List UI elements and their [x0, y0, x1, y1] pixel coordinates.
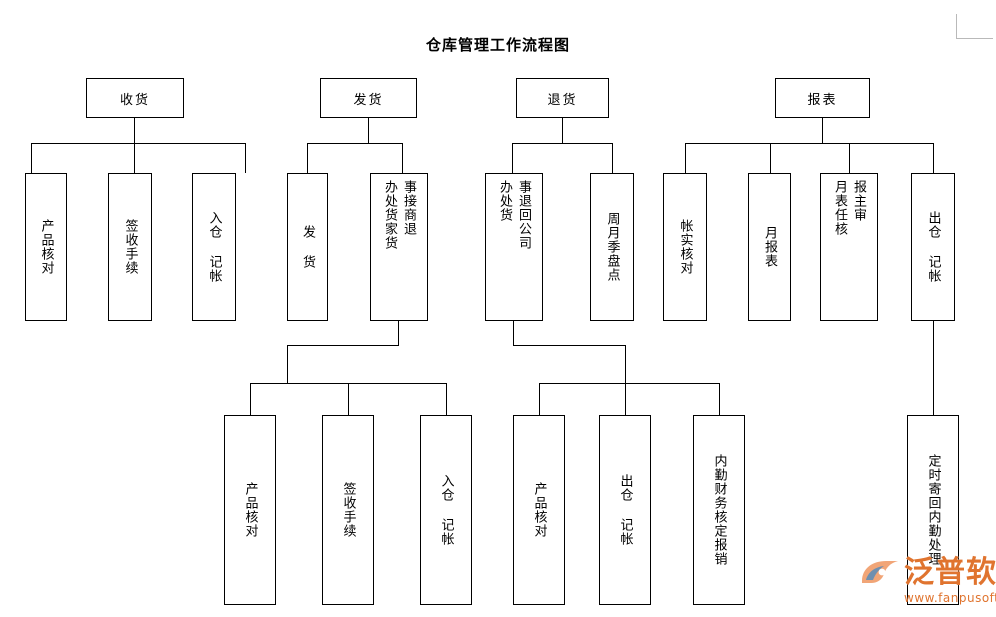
- connector-reports-drop-2: [770, 143, 771, 173]
- node-subtree-left-child-3[interactable]: 入仓 记帐: [420, 415, 472, 605]
- page-title: 仓库管理工作流程图: [425, 36, 570, 54]
- connector-shipping-bus: [307, 143, 402, 144]
- node-subtree-right-child-2[interactable]: 出仓 记帐: [599, 415, 651, 605]
- node-label-col-1: 事退回公司: [516, 180, 531, 250]
- connector-receiving-stem: [134, 118, 135, 143]
- connector-subtree-right-drop-1: [539, 383, 540, 415]
- node-label-col-1: 签收手续: [340, 482, 356, 538]
- node-label-col-1: 定时寄回内勤处理: [925, 454, 941, 566]
- connector-shipping-drop-1: [307, 143, 308, 173]
- connector-subtree-right-bus: [539, 383, 719, 384]
- node-label-col-1: 签收手续: [122, 219, 138, 275]
- connector-reports-drop-4: [933, 143, 934, 173]
- connector-reports-drop-1: [685, 143, 686, 173]
- connector-subtree-right-stem: [513, 321, 514, 345]
- connector-subtree-right-drop-2: [625, 383, 626, 415]
- node-label-col-1: 周月季盘点: [604, 212, 620, 282]
- node-label: 退货: [547, 92, 578, 108]
- node-label-col-1: 事接商退: [401, 180, 416, 236]
- connector-subtree-left-drop-3: [446, 383, 447, 415]
- node-root-returns[interactable]: 退货: [516, 78, 609, 118]
- node-label-col-1: 出仓 记帐: [925, 211, 941, 283]
- node-receiving-child-3[interactable]: 入仓 记帐: [192, 173, 236, 321]
- connector-reports-drop-3: [849, 143, 850, 173]
- connector-receiving-bus: [31, 143, 245, 144]
- node-label-col-1: 入仓 记帐: [438, 474, 454, 546]
- connector-returns-drop-2: [612, 143, 613, 173]
- node-label-col-1: 产品核对: [242, 482, 258, 538]
- connector-receiving-drop-1: [31, 143, 32, 173]
- node-label-col-1: 出仓 记帐: [617, 474, 633, 546]
- connector-subtree-left-elbow: [287, 345, 399, 346]
- node-label-col-2: 月表任核: [832, 180, 847, 236]
- node-reports-child-2[interactable]: 月报表: [748, 173, 791, 321]
- connector-subtree-left-stem: [398, 321, 399, 345]
- node-root-receiving[interactable]: 收货: [86, 78, 184, 118]
- node-returns-child-1[interactable]: 事退回公司 办处货: [485, 173, 543, 321]
- node-receiving-child-2[interactable]: 签收手续: [108, 173, 152, 321]
- connector-subtree-right-elbow: [513, 345, 625, 346]
- connector-subtree-left-riser: [287, 345, 288, 383]
- connector-subtree-right-riser: [625, 345, 626, 383]
- node-label: 发货: [353, 92, 384, 108]
- node-shipping-child-1[interactable]: 发 货: [287, 173, 328, 321]
- node-label-col-1: 发 货: [300, 225, 315, 269]
- connector-returns-stem: [562, 118, 563, 143]
- node-tail-scheduled-return[interactable]: 定时寄回内勤处理: [907, 415, 959, 605]
- connector-returns-bus: [512, 143, 612, 144]
- node-label: 报表: [807, 92, 838, 108]
- connector-receiving-drop-2: [134, 143, 135, 173]
- node-reports-child-4[interactable]: 出仓 记帐: [911, 173, 955, 321]
- node-label-col-1: 入仓 记帐: [206, 211, 222, 283]
- connector-tail-stem: [933, 321, 934, 415]
- node-root-reports[interactable]: 报表: [775, 78, 870, 118]
- node-label-col-1: 帐实核对: [677, 219, 693, 275]
- fanpu-logo-icon: [862, 561, 898, 583]
- node-label-col-2: 办处货: [497, 180, 512, 222]
- node-label-col-1: 月报表: [762, 226, 777, 268]
- node-subtree-right-child-1[interactable]: 产品核对: [513, 415, 565, 605]
- node-label-col-1: 报主审: [851, 180, 866, 222]
- node-subtree-left-child-2[interactable]: 签收手续: [322, 415, 374, 605]
- node-label-col-1: 产品核对: [531, 482, 547, 538]
- connector-reports-bus: [685, 143, 933, 144]
- node-returns-child-2[interactable]: 周月季盘点: [590, 173, 634, 321]
- node-receiving-child-1[interactable]: 产品核对: [25, 173, 67, 321]
- connector-subtree-left-drop-1: [250, 383, 251, 415]
- node-shipping-child-2[interactable]: 事接商退 办处货家货: [370, 173, 428, 321]
- node-subtree-right-child-3[interactable]: 内勤财务核定报销: [693, 415, 745, 605]
- node-reports-child-3[interactable]: 报主审 月表任核: [820, 173, 878, 321]
- node-subtree-left-child-1[interactable]: 产品核对: [224, 415, 276, 605]
- connector-subtree-left-drop-2: [348, 383, 349, 415]
- connector-receiving-drop-3: [245, 143, 246, 173]
- connector-shipping-drop-2: [402, 143, 403, 173]
- node-label-col-1: 内勤财务核定报销: [711, 454, 727, 566]
- connector-returns-drop-1: [512, 143, 513, 173]
- node-reports-child-1[interactable]: 帐实核对: [663, 173, 707, 321]
- node-label: 收货: [119, 92, 150, 108]
- page-margin-corner-mark: [956, 14, 993, 39]
- connector-subtree-right-drop-3: [719, 383, 720, 415]
- connector-reports-stem: [822, 118, 823, 143]
- connector-shipping-stem: [368, 118, 369, 143]
- node-root-shipping[interactable]: 发货: [320, 78, 417, 118]
- node-label-col-1: 产品核对: [38, 219, 54, 275]
- node-label-col-2: 办处货家货: [382, 180, 397, 250]
